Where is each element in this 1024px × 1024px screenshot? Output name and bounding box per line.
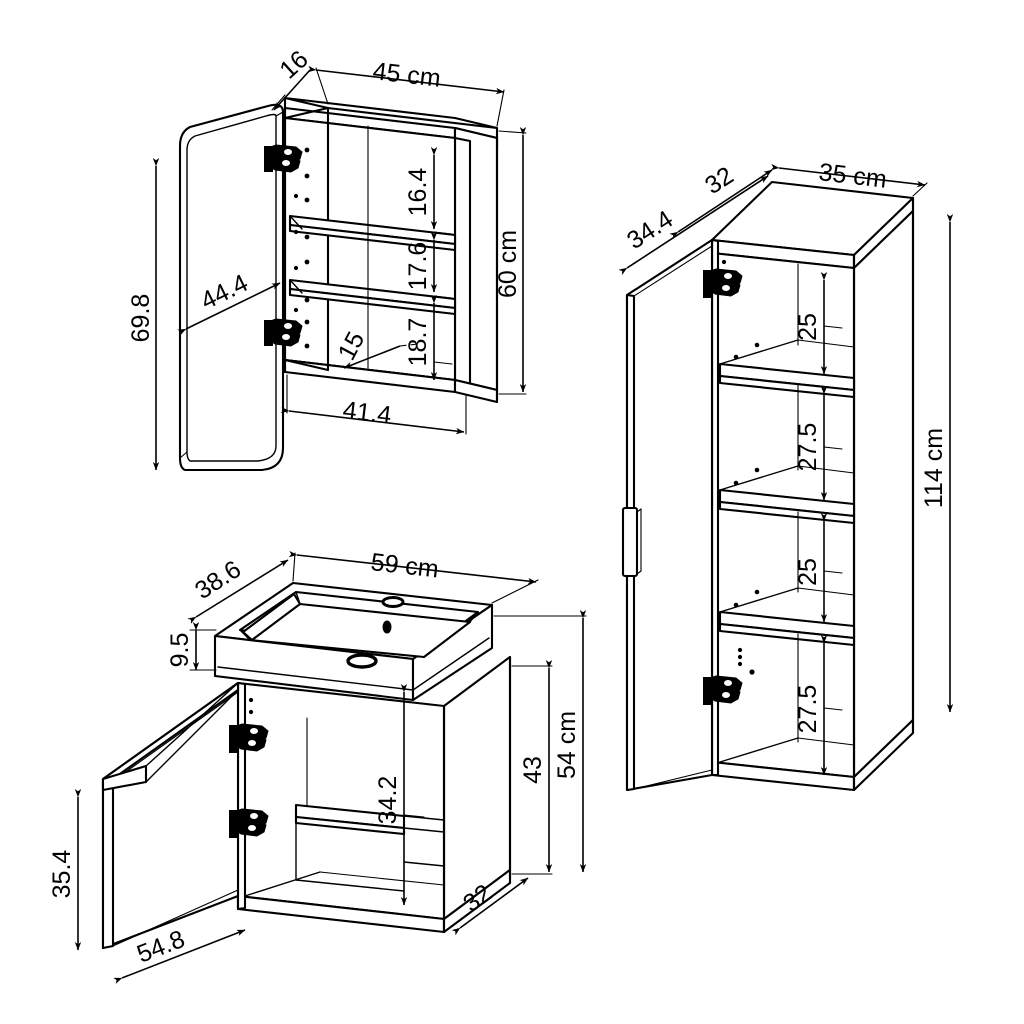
dim-label-wallcab-shelf-gap-low: 18.7 [404,318,432,367]
dim-wallcab-inner-width: 41.4 [280,374,467,435]
dim-vanity-interior-height: 34.2 [374,684,425,906]
dim-tallcab-height-right: 114 cm [920,214,954,713]
dim-vanity-cabinet-height: 43 [511,660,553,875]
wall-cabinet-hinge-upper [264,144,303,173]
wall-cabinet-shelves [288,214,457,316]
dim-label-vanity-door-height: 35.4 [48,850,76,899]
view-tall-cabinet: 34.4 32 35 cm 114 cm 25 27.5 [618,158,954,792]
dim-label-tallcab-height-right: 114 cm [920,428,948,508]
dim-label-tallcab-compartment-1: 25 [794,313,822,341]
dim-label-wallcab-inner-width: 41.4 [341,396,393,430]
dim-label-tallcab-depth-outer: 34.4 [622,205,678,255]
wall-cabinet-hinge-lower [264,318,303,347]
dim-wallcab-shelf-gap-low: 18.7 [404,295,453,381]
dim-vanity-basin-height: 9.5 [166,622,217,671]
dim-vanity-door-height: 35.4 [48,789,82,951]
vanity-washbasin [213,581,494,702]
dim-tallcab-compartment-2: 27.5 [794,386,843,501]
dim-label-wallcab-shelf-gap-top: 16.4 [404,168,432,217]
dim-tallcab-compartment-3: 25 [794,513,843,623]
dim-label-vanity-basin-depth: 38.6 [190,555,246,605]
vanity-hinge-upper [229,723,269,753]
dim-wallcab-door-height: 69.8 [127,158,160,471]
dim-label-wallcab-width-top: 45 cm [371,57,442,93]
view-vanity-unit: 38.6 59 cm 9.5 34.2 43 [48,548,587,984]
wall-cabinet-drill-dots [293,147,310,349]
dim-label-vanity-basin-height: 9.5 [166,633,194,668]
vanity-cabinet-body [236,655,512,934]
dim-label-tallcab-compartment-3: 25 [794,558,822,586]
dim-label-tallcab-compartment-2: 27.5 [794,423,822,472]
dim-label-vanity-basin-width: 59 cm [369,548,440,583]
vanity-hinge-lower [229,808,269,838]
tall-cabinet-hinge-lower [703,675,743,705]
dim-vanity-total-height: 54 cm [493,610,587,873]
dim-wallcab-height-right: 60 cm [494,127,527,395]
dim-wallcab-shelf-gap-mid: 17.6 [404,232,453,299]
dim-label-vanity-cabinet-height: 43 [519,756,547,784]
view-wall-cabinet: 16 45 cm 60 cm 69.8 44.4 [127,45,527,472]
dim-label-tallcab-depth-inner: 32 [700,161,739,200]
wall-cabinet-carcass [283,96,499,404]
dim-label-tallcab-compartment-4: 27.5 [794,685,822,734]
tall-cabinet-door [621,238,714,792]
dim-tallcab-compartment-1: 25 [794,272,843,375]
dim-label-wallcab-depth-top: 16 [274,45,313,84]
dim-label-wallcab-shelf-gap-mid: 17.6 [404,242,432,291]
dim-label-wallcab-door-height: 69.8 [127,294,155,343]
dim-tallcab-compartment-4: 27.5 [794,635,843,776]
dim-label-vanity-interior-height: 34.2 [374,776,402,825]
dim-label-wallcab-height-right: 60 cm [494,230,522,298]
vanity-door [101,681,240,950]
dim-wallcab-width-top: 45 cm [307,57,505,127]
vanity-drill-dots [248,697,254,715]
tall-cabinet-shelves [718,339,856,763]
dim-label-vanity-total-height: 54 cm [553,711,581,779]
dim-wallcab-shelf-gap-top: 16.4 [404,147,453,235]
